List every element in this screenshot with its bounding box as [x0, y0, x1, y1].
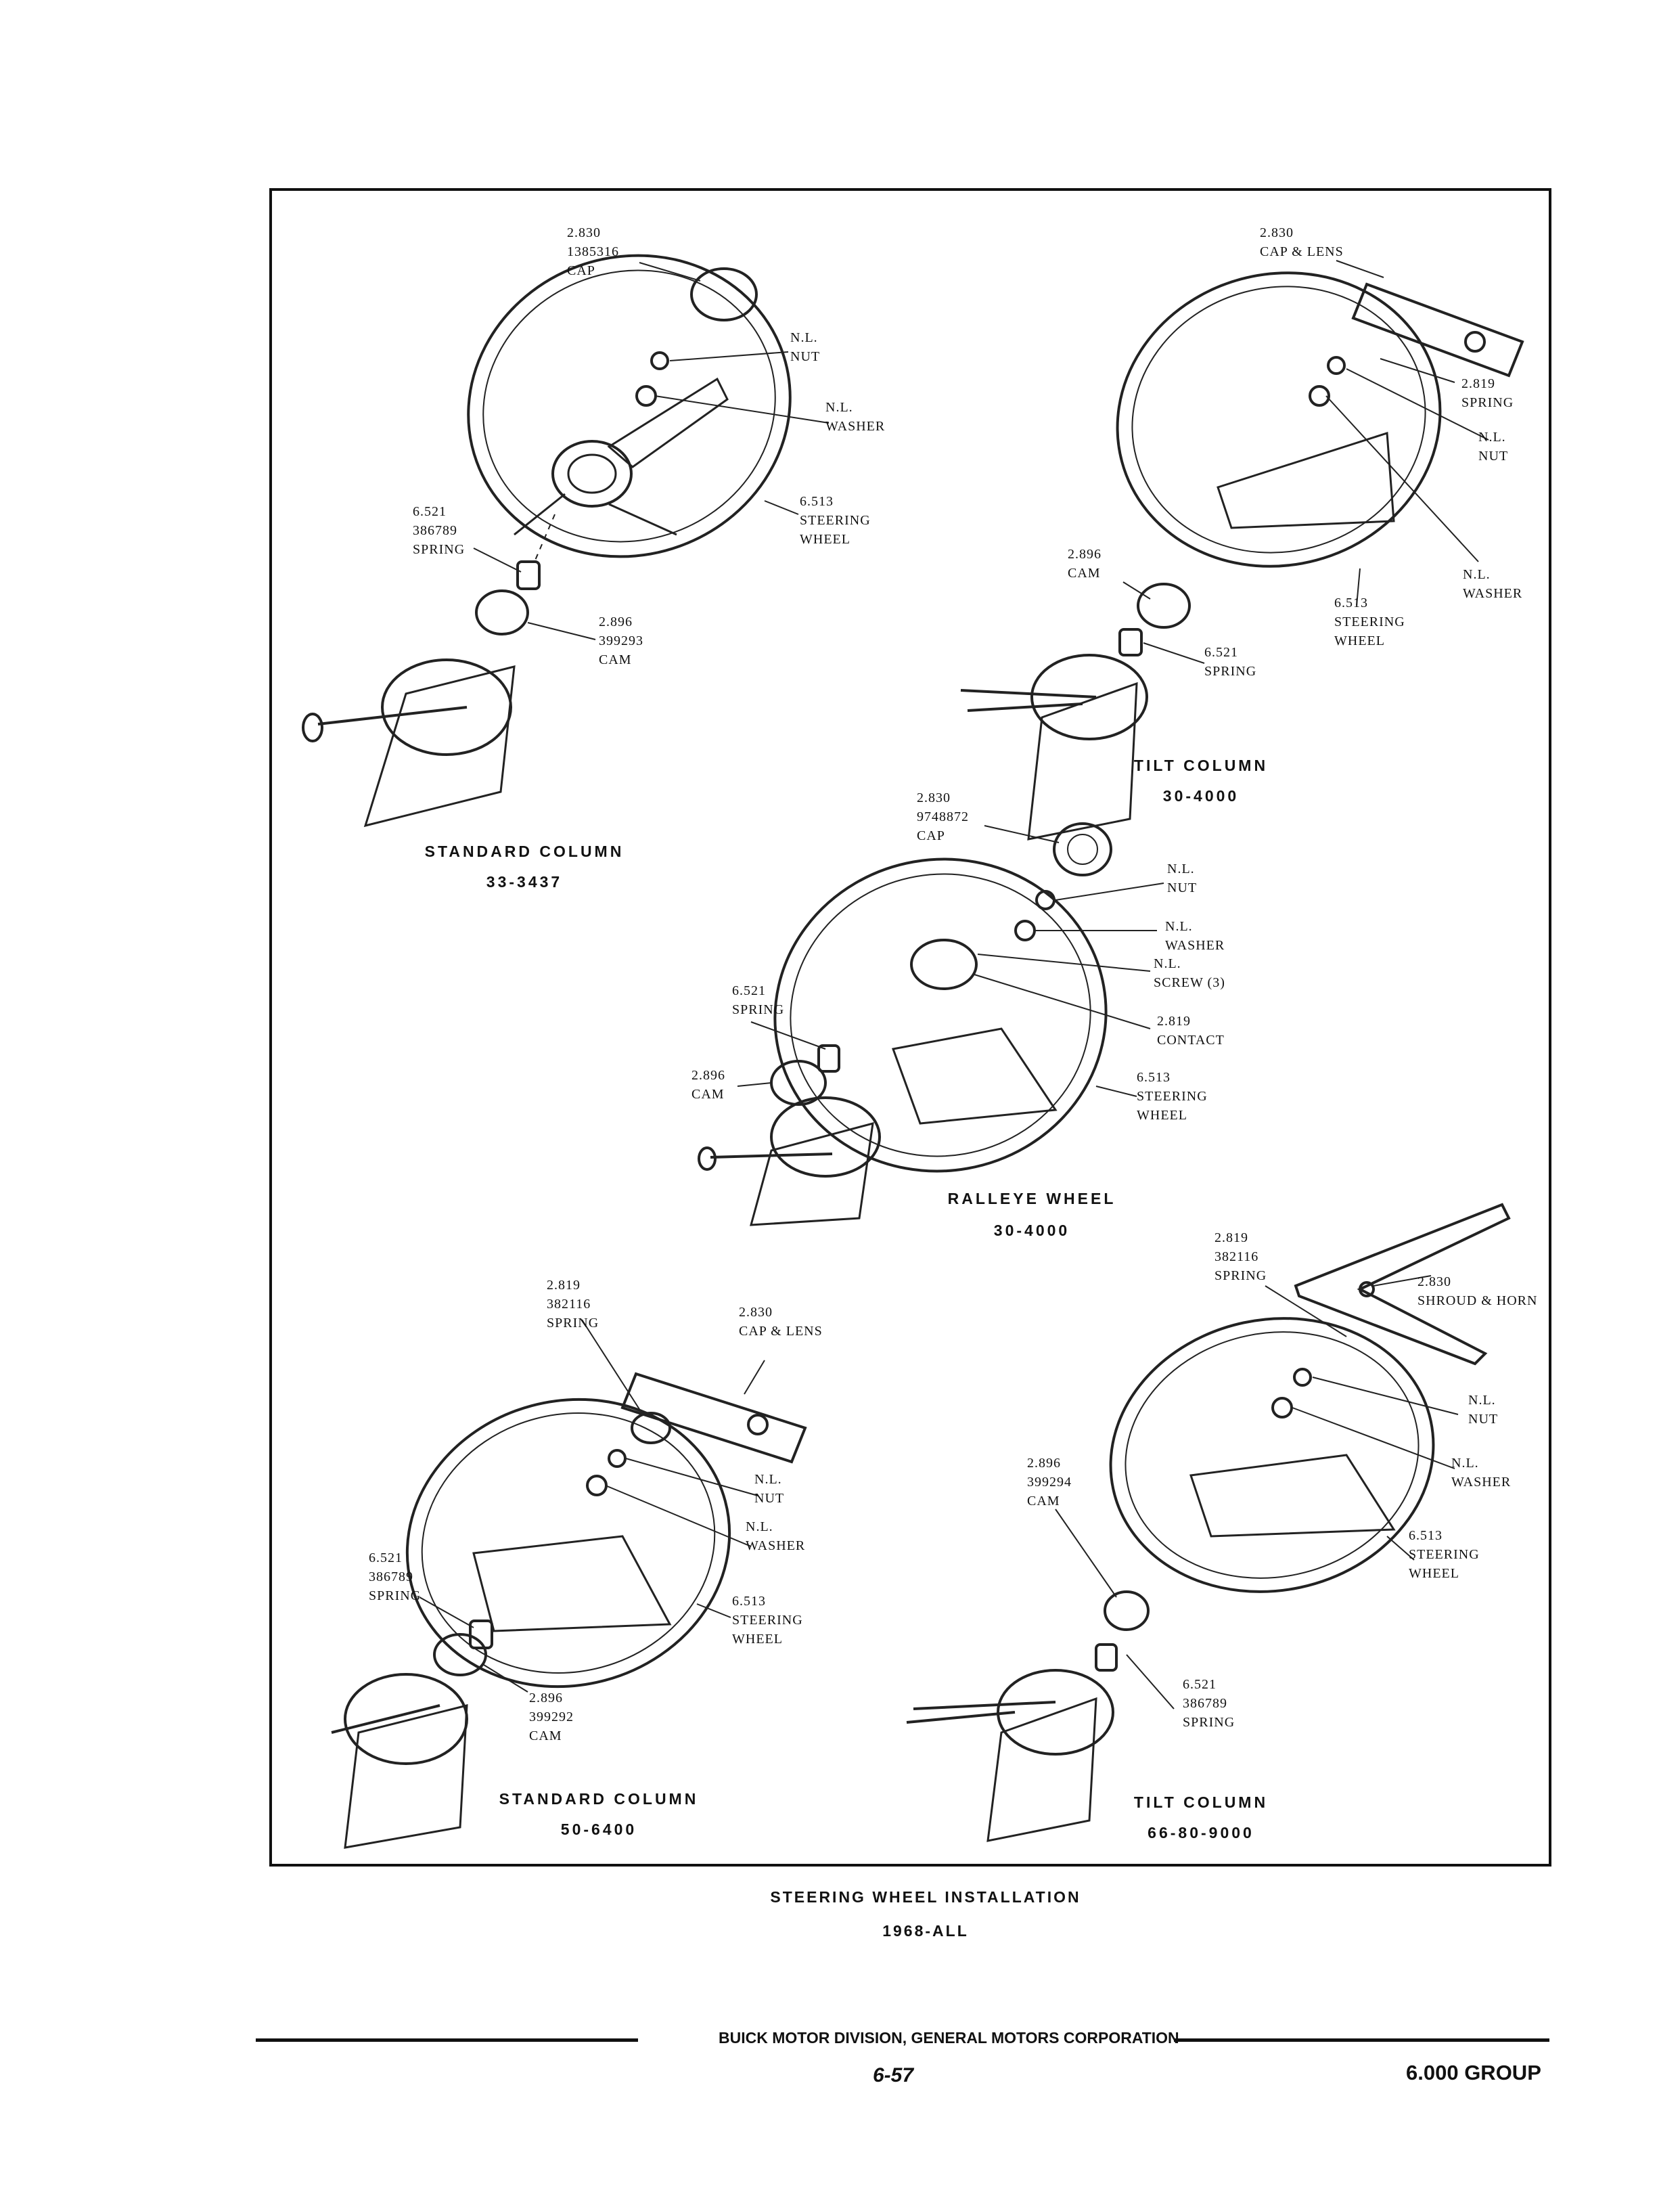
label-cap: 2.830 1385316 CAP	[567, 225, 619, 278]
shroud-part	[1294, 1203, 1511, 1366]
cam-part	[475, 589, 529, 635]
label-cap: 2.830 9748872 CAP	[917, 790, 969, 843]
label-cam: 2.896 CAM	[691, 1068, 725, 1102]
label-contact: 2.819 CONTACT	[1157, 1014, 1225, 1048]
standard-column-1-title: STANDARD COLUMN	[424, 843, 625, 860]
tilt-column-2-title: TILT COLUMN	[1133, 1793, 1269, 1811]
standard-column-2-code: 50-6400	[560, 1821, 637, 1838]
label-spring-top: 2.819 382116 SPRING	[547, 1278, 599, 1331]
label-nut: N.L. NUT	[754, 1472, 785, 1506]
standard-column-1-code: 33-3437	[486, 873, 563, 891]
label-cap-lens: 2.830 CAP & LENS	[739, 1305, 823, 1339]
label-spring: 6.521 386789 SPRING	[369, 1550, 422, 1603]
label-washer: N.L. WASHER	[825, 400, 886, 434]
group-label: 6.000 GROUP	[1406, 2061, 1541, 2084]
figure-caption-subtitle: 1968-ALL	[882, 1922, 969, 1940]
label-nut: N.L. NUT	[1478, 430, 1509, 464]
washer-part	[635, 385, 657, 407]
label-steering-wheel: 6.513 STEERING WHEEL	[800, 494, 871, 547]
label-cam: 2.896 399293 CAM	[599, 615, 643, 667]
label-spring: 6.521 SPRING	[1204, 645, 1257, 679]
cap-part	[690, 267, 758, 321]
footer-rule-left	[256, 2038, 638, 2042]
tilt-column-1-illustration	[960, 260, 1524, 841]
ralleye-wheel-code: 30-4000	[993, 1222, 1070, 1239]
hub	[551, 440, 633, 508]
spring-part	[516, 560, 541, 590]
nut-part	[650, 351, 669, 370]
label-spring-top: 2.819 382116 SPRING	[1214, 1230, 1267, 1283]
label-washer: N.L. WASHER	[1463, 567, 1523, 601]
label-steering-wheel: 6.513 STEERING WHEEL	[1409, 1528, 1480, 1581]
tilt-column-1-code: 30-4000	[1162, 787, 1240, 805]
label-cam: 2.896 399292 CAM	[529, 1691, 574, 1743]
figure-frame	[269, 188, 1551, 1867]
label-cam: 2.896 399294 CAM	[1027, 1456, 1072, 1509]
steering-wheel-rim	[467, 254, 792, 558]
standard-column-2-illustration	[331, 1319, 807, 1849]
label-washer: N.L. WASHER	[1165, 919, 1225, 953]
tilt-column-1-title: TILT COLUMN	[1133, 757, 1269, 774]
label-steering-wheel: 6.513 STEERING WHEEL	[732, 1594, 803, 1647]
standard-column-2-title: STANDARD COLUMN	[499, 1790, 699, 1808]
label-steering-wheel: 6.513 STEERING WHEEL	[1137, 1070, 1208, 1123]
label-nut: N.L. NUT	[1468, 1393, 1499, 1427]
ralleye-wheel-illustration	[698, 822, 1164, 1226]
footer-company: BUICK MOTOR DIVISION, GENERAL MOTORS COR…	[719, 2029, 1179, 2047]
cap-lens-part	[1351, 282, 1524, 378]
label-cap-lens: 2.830 CAP & LENS	[1260, 225, 1344, 259]
column-part	[363, 665, 516, 828]
figure-caption-title: STEERING WHEEL INSTALLATION	[770, 1888, 1081, 1906]
label-spring: 6.521 SPRING	[732, 983, 785, 1017]
tilt-column-2-code: 66-80-9000	[1148, 1824, 1254, 1841]
label-screw: N.L. SCREW (3)	[1154, 956, 1225, 990]
label-washer: N.L. WASHER	[1451, 1456, 1512, 1490]
label-washer: N.L. WASHER	[746, 1519, 806, 1553]
ralleye-wheel-title: RALLEYE WHEEL	[947, 1190, 1116, 1207]
label-spring-top: 2.819 SPRING	[1461, 376, 1514, 410]
page-number: 6-57	[873, 2064, 914, 2086]
label-nut: N.L. NUT	[790, 330, 821, 364]
label-spring: 6.521 386789 SPRING	[1183, 1677, 1235, 1730]
label-spring: 6.521 386789 SPRING	[413, 504, 466, 557]
label-shroud-horn: 2.830 SHROUD & HORN	[1417, 1274, 1538, 1308]
label-cam: 2.896 CAM	[1068, 547, 1102, 581]
footer-rule-right	[1174, 2038, 1549, 2042]
tilt-column-2-illustration	[906, 1203, 1511, 1842]
label-nut: N.L. NUT	[1167, 862, 1198, 895]
label-steering-wheel: 6.513 STEERING WHEEL	[1334, 596, 1405, 648]
standard-column-1-illustration	[302, 254, 830, 828]
